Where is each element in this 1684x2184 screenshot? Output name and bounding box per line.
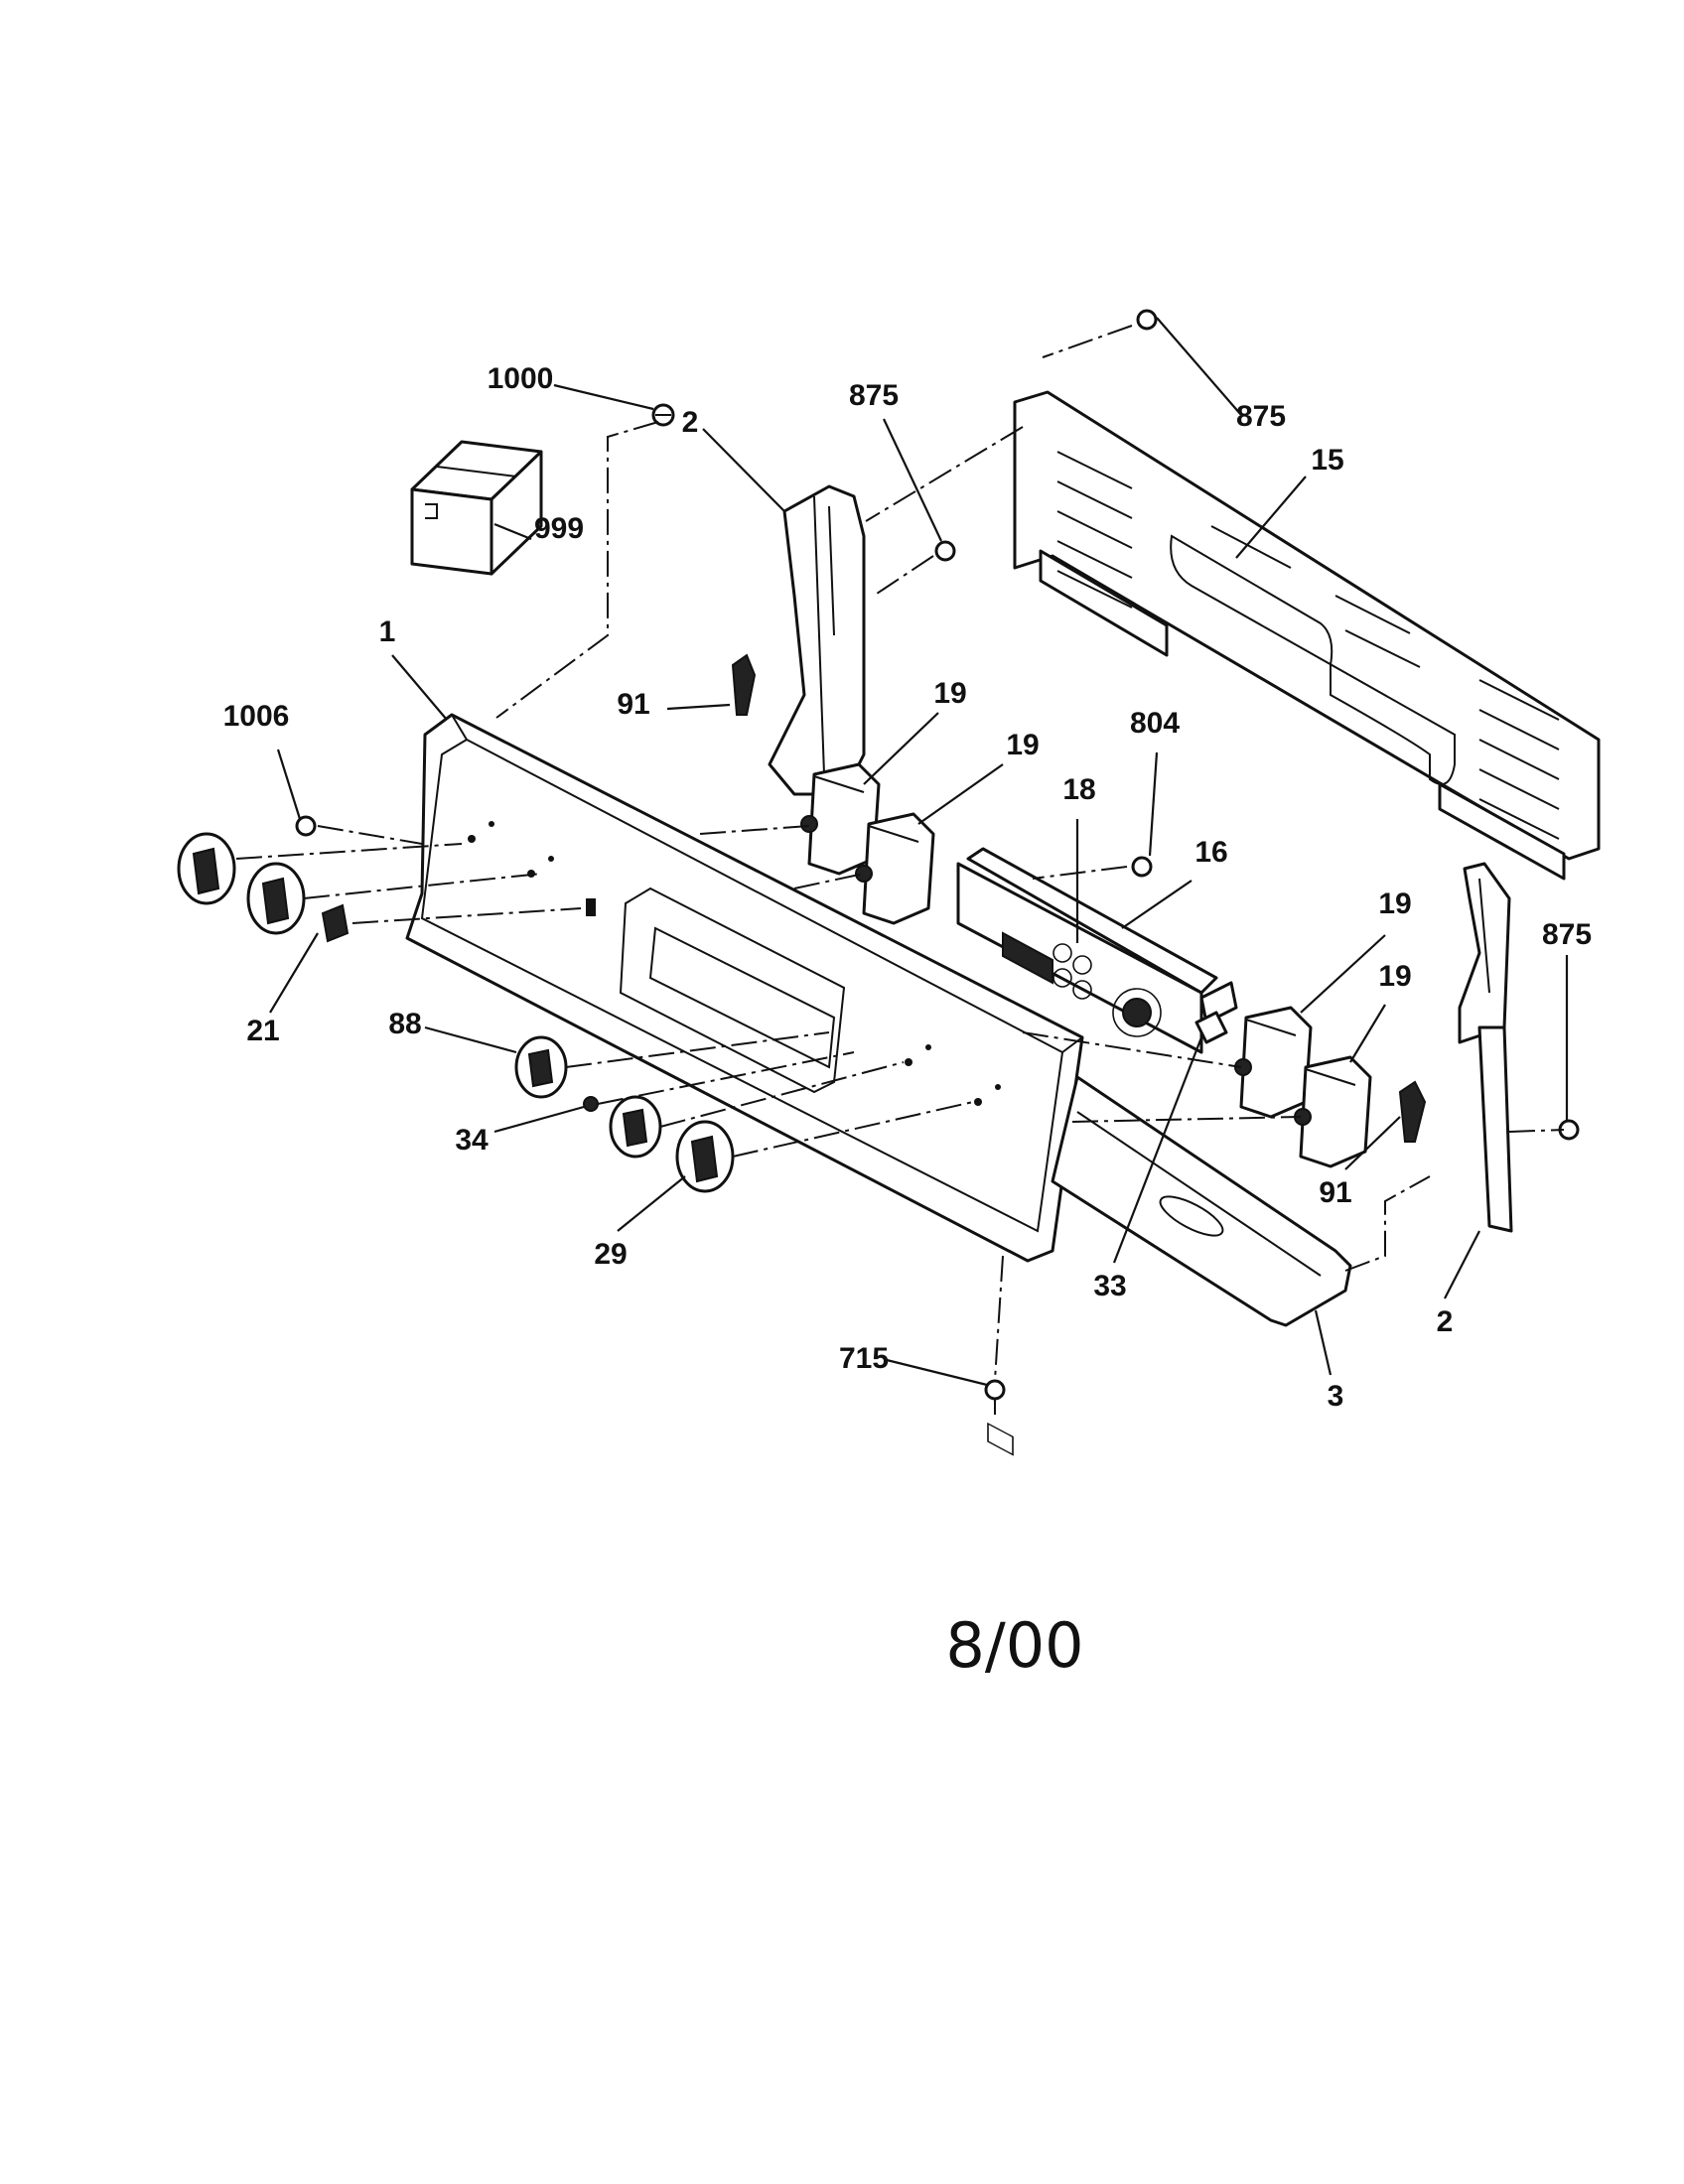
assembly-lines <box>235 325 1565 1381</box>
part-21-switch <box>321 903 350 943</box>
callout-21: 21 <box>246 1015 279 1047</box>
callout-19-d: 19 <box>1378 960 1411 993</box>
callout-2-top: 2 <box>682 406 699 439</box>
knob-left-lower <box>246 862 306 935</box>
panel-vents-left <box>1056 451 1133 609</box>
callout-labels: 1000 2 875 875 15 999 1 1006 91 19 19 80… <box>223 362 1592 1413</box>
part-2-bracket-left <box>731 484 866 796</box>
callout-875-right: 875 <box>1542 918 1592 951</box>
callout-15: 15 <box>1311 444 1343 477</box>
screw-875-panel <box>1136 309 1158 331</box>
part-2-bracket-right <box>1398 862 1513 1233</box>
callout-875-top: 875 <box>849 379 899 412</box>
part-34-button <box>583 1096 599 1112</box>
screw-875-top <box>934 540 956 562</box>
part-19-switch-a <box>800 762 881 876</box>
part-999-box <box>410 440 543 576</box>
callout-91-right: 91 <box>1319 1176 1351 1209</box>
callout-804: 804 <box>1130 707 1180 740</box>
callout-1: 1 <box>379 615 396 648</box>
callout-19-c: 19 <box>1378 887 1411 920</box>
part-19-switch-b <box>855 812 935 925</box>
part-19-switch-d <box>1294 1055 1372 1168</box>
screw-1006 <box>295 815 317 837</box>
callout-33: 33 <box>1093 1270 1126 1302</box>
part-15-rear-panel <box>1013 390 1601 881</box>
part-33-connector <box>1194 1011 1228 1044</box>
callout-875-panel: 875 <box>1236 400 1286 433</box>
callout-29: 29 <box>594 1238 627 1271</box>
callout-18: 18 <box>1062 773 1095 806</box>
callout-999: 999 <box>534 512 584 545</box>
callout-34: 34 <box>455 1124 489 1157</box>
board-button-a <box>987 1422 1014 1456</box>
callout-19-a: 19 <box>933 677 966 710</box>
knob-left-upper <box>177 832 236 905</box>
callout-19-b: 19 <box>1006 729 1039 761</box>
screw-1000 <box>651 403 675 427</box>
callout-1000: 1000 <box>488 362 554 395</box>
callout-3: 3 <box>1328 1380 1344 1413</box>
part-1-control-panel <box>405 713 1084 1263</box>
screw-804 <box>1131 856 1153 878</box>
part-88-knob <box>514 1035 568 1099</box>
callout-88: 88 <box>388 1008 421 1040</box>
revision-date: 8/00 <box>945 1609 1083 1682</box>
part-29-knob <box>675 1120 735 1193</box>
callout-91-left: 91 <box>617 688 649 721</box>
callout-1006: 1006 <box>223 700 290 733</box>
part-19-switch-c <box>1234 1006 1313 1119</box>
board-display <box>1002 931 1053 985</box>
panel-vents-right <box>1478 679 1560 840</box>
panel-dial-markings <box>468 821 1001 1106</box>
part-3-trim-strip <box>1051 1075 1352 1327</box>
callout-715: 715 <box>839 1342 889 1375</box>
panel-slots-center <box>1210 525 1421 668</box>
callout-2-right: 2 <box>1437 1305 1454 1338</box>
knob-right-upper <box>609 1095 662 1159</box>
part-16-control-board <box>956 847 1238 1456</box>
leader-lines <box>269 317 1569 1387</box>
screw-715 <box>984 1379 1006 1415</box>
callout-16: 16 <box>1194 836 1227 869</box>
